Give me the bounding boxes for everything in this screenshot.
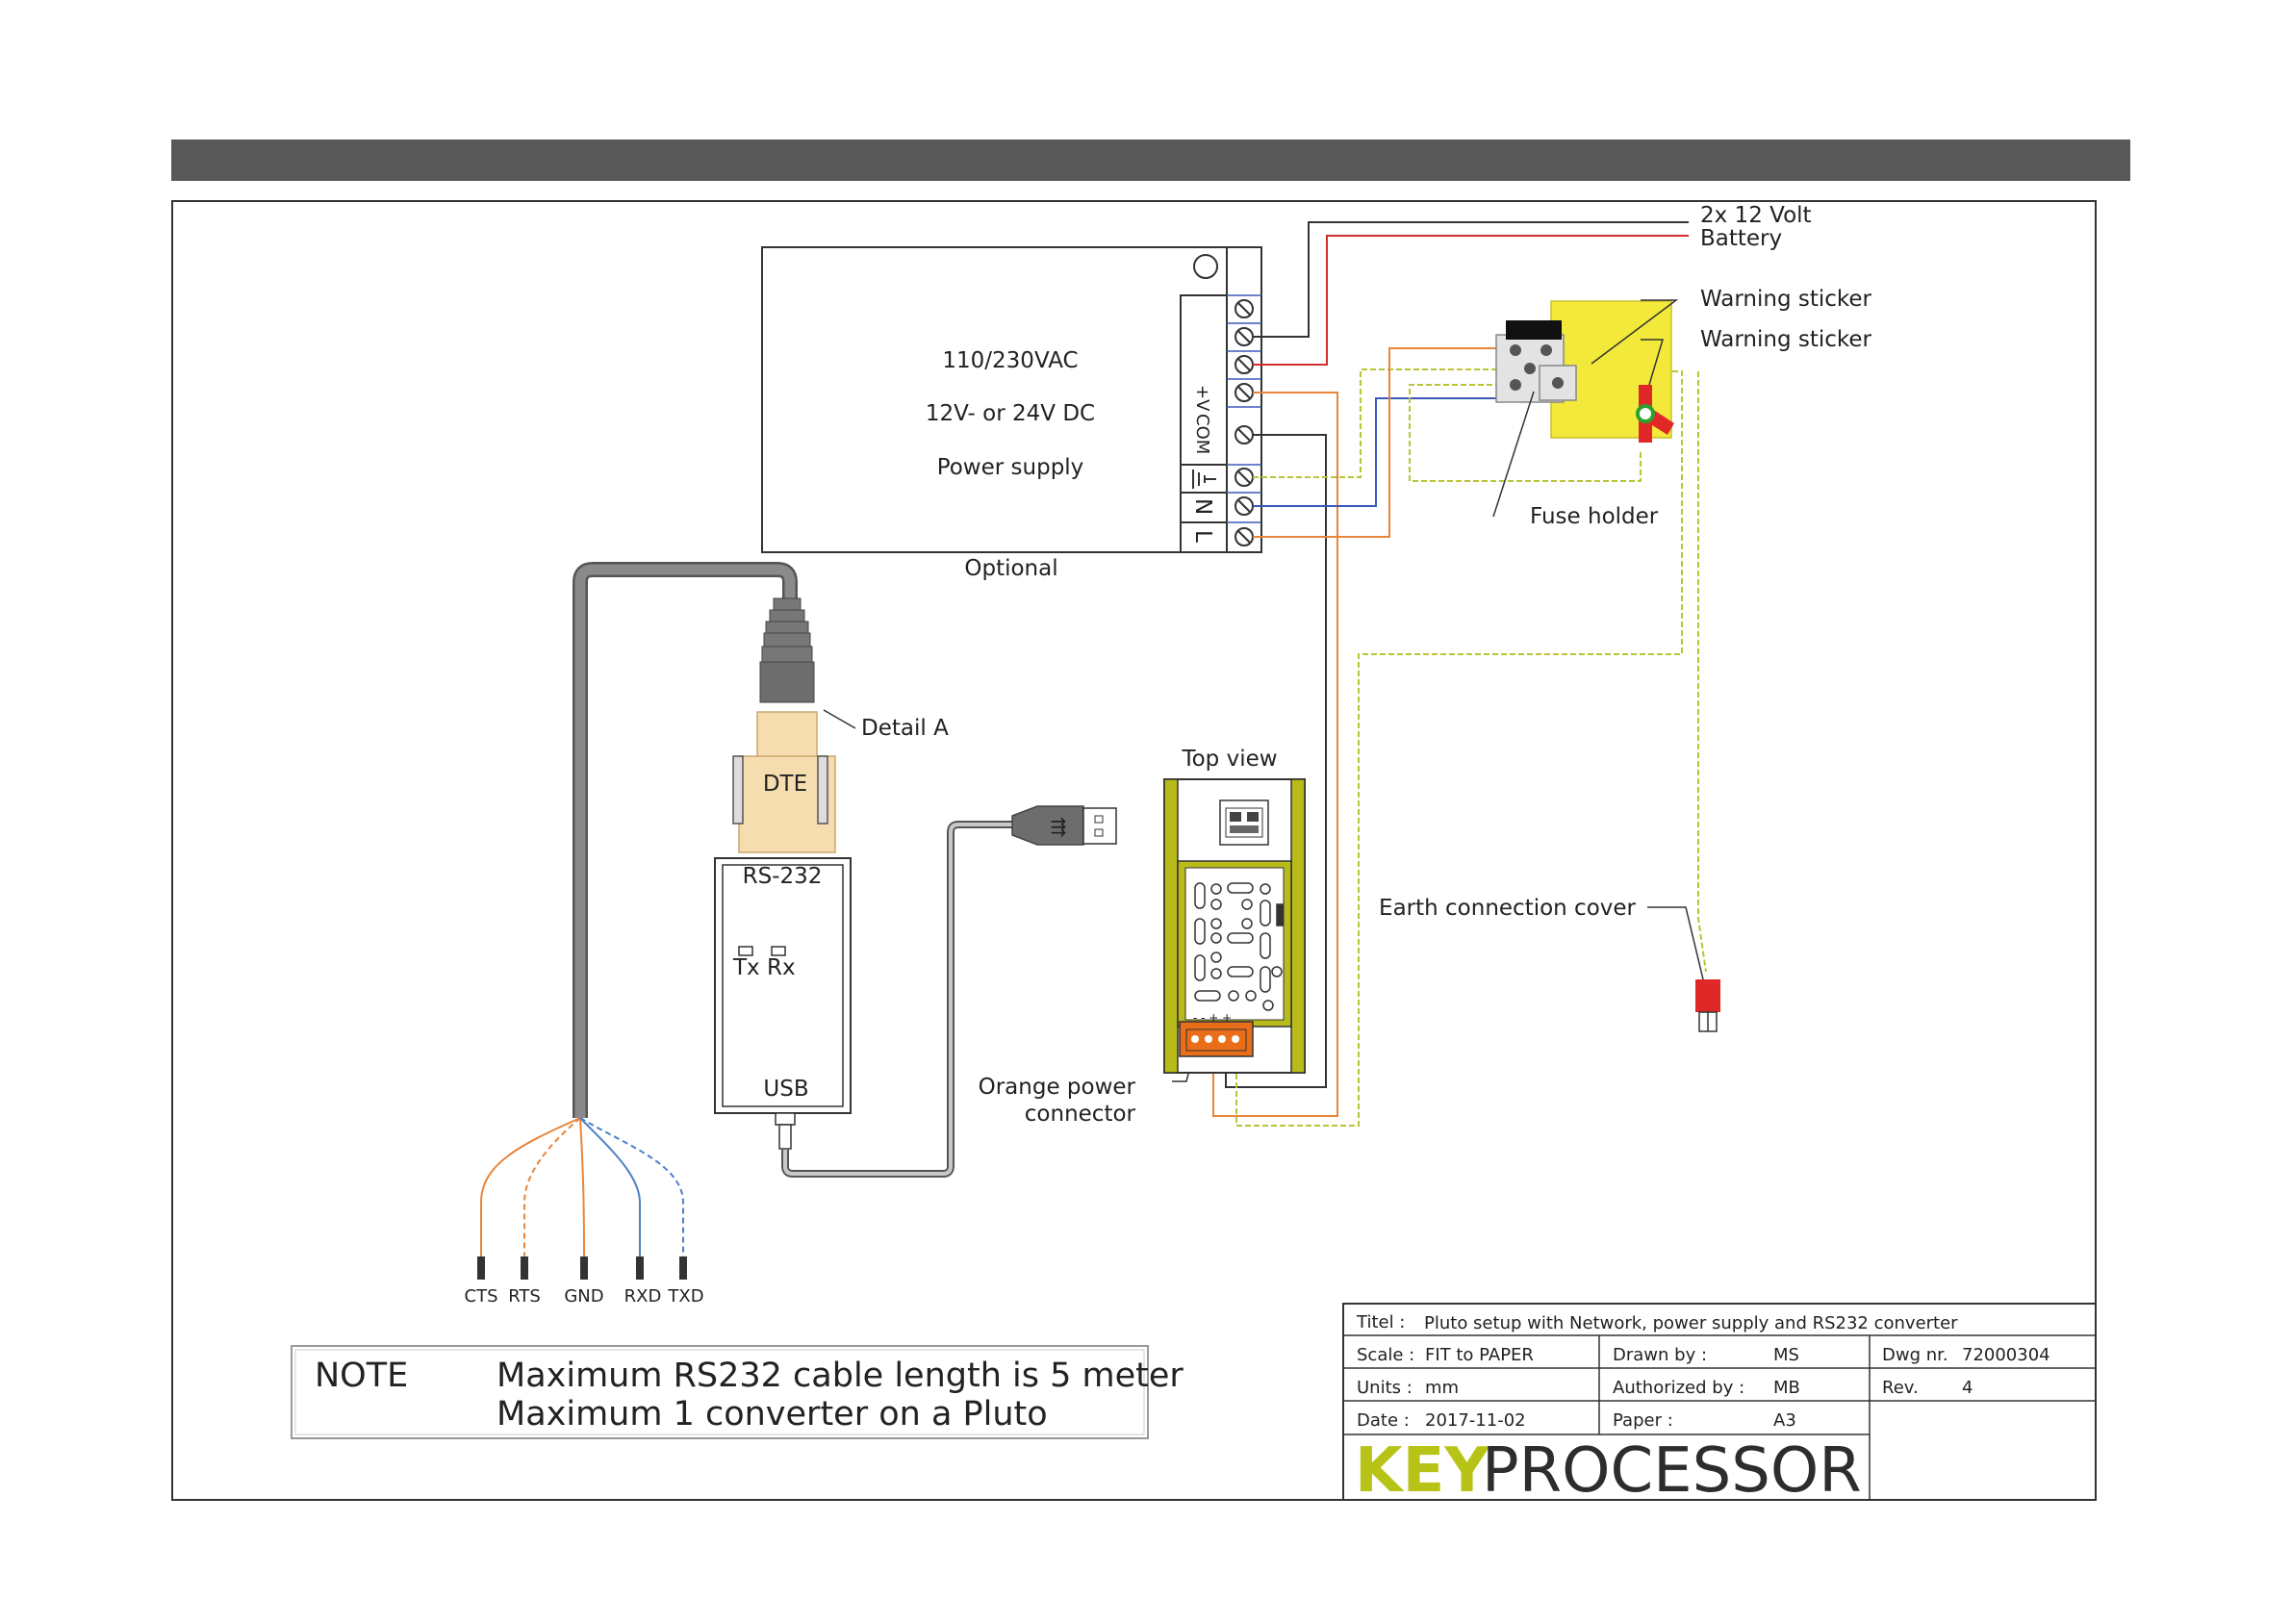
- fuse-holder: [1495, 300, 1672, 439]
- tb-dwg-value: 72000304: [1962, 1345, 2050, 1365]
- power-wires: [1212, 221, 1707, 1127]
- wire-label-rts: RTS: [508, 1286, 541, 1307]
- usb-symbol-icon: ⇶: [1051, 815, 1067, 838]
- note-line1: Maximum RS232 cable length is 5 meter: [496, 1357, 1184, 1395]
- usb-label: USB: [763, 1077, 808, 1102]
- callout-detail-a: Detail A: [861, 716, 949, 741]
- terminal-com-label: COM: [1192, 414, 1212, 454]
- tb-scale-label: Scale :: [1357, 1345, 1414, 1365]
- callout-warning-sticker-1: Warning sticker: [1700, 287, 1872, 312]
- tb-paper-label: Paper :: [1613, 1410, 1673, 1431]
- earth-connection-cover: [1695, 979, 1720, 1032]
- callout-earth-cover: Earth connection cover: [1379, 896, 1637, 921]
- tb-dwg-label: Dwg nr.: [1882, 1345, 1948, 1365]
- wire-label-txd: TXD: [667, 1286, 703, 1307]
- tb-titel-value: Pluto setup with Network, power supply a…: [1424, 1313, 1958, 1333]
- rs232-wire-ends: [480, 1117, 684, 1257]
- callout-battery-line1: 2x 12 Volt: [1700, 203, 1812, 228]
- rs232-wire-pins: [477, 1256, 687, 1280]
- rx-led-icon: [771, 946, 786, 956]
- tx-label: Tx: [732, 955, 760, 980]
- tb-scale-value: FIT to PAPER: [1425, 1345, 1534, 1365]
- tb-rev-label: Rev.: [1882, 1378, 1919, 1398]
- callout-orange-power-2: connector: [1025, 1102, 1136, 1127]
- terminal-screws: [1235, 299, 1254, 546]
- tb-date-value: 2017-11-02: [1425, 1410, 1526, 1431]
- tb-auth-label: Authorized by :: [1613, 1378, 1744, 1398]
- psu-line2: 12V- or 24V DC: [926, 401, 1095, 426]
- keyprocessor-logo: KEY PROCESSOR: [1355, 1435, 1862, 1507]
- tb-drawn-label: Drawn by :: [1613, 1345, 1707, 1365]
- terminal-l-label: L: [1190, 530, 1215, 543]
- tb-rev-value: 4: [1962, 1378, 1973, 1398]
- rs232-cable: [573, 562, 798, 1118]
- callout-top-view: Top view: [1181, 747, 1277, 772]
- drawing-frame: [171, 200, 2097, 1501]
- rs232-usb-converter: RS-232 Tx Rx USB: [714, 857, 852, 1150]
- header-bar: [171, 140, 2130, 181]
- callout-orange-power-1: Orange power: [979, 1075, 1136, 1100]
- wire-label-cts: CTS: [465, 1286, 498, 1307]
- dte-label: DTE: [763, 772, 807, 797]
- power-supply: 110/230VAC 12V- or 24V DC Power supply O…: [761, 246, 1262, 581]
- tx-led-icon: [738, 946, 753, 956]
- psu-line3: Power supply: [937, 455, 1084, 480]
- wire-label-rxd: RXD: [624, 1286, 662, 1307]
- pluto-controller: - - + +: [1163, 778, 1306, 1074]
- tb-drawn-value: MS: [1773, 1345, 1799, 1365]
- callout-fuse-holder: Fuse holder: [1530, 504, 1659, 529]
- tb-auth-value: MB: [1773, 1378, 1800, 1398]
- note-label: NOTE: [315, 1357, 408, 1395]
- terminal-n-label: N: [1190, 498, 1215, 515]
- logo-key-text: KEY: [1355, 1435, 1489, 1507]
- warning-sticker-red: [1636, 385, 1674, 443]
- svg-text:- - + +: - - + +: [1193, 1011, 1232, 1025]
- terminal-plus-label: +V: [1192, 385, 1212, 412]
- rx-label: Rx: [767, 955, 796, 980]
- note-box: NOTE Maximum RS232 cable length is 5 met…: [291, 1345, 1184, 1439]
- tb-paper-value: A3: [1773, 1410, 1796, 1431]
- tb-units-value: mm: [1425, 1378, 1459, 1398]
- db9-connector: DTE: [732, 711, 836, 853]
- psu-line1: 110/230VAC: [942, 348, 1078, 373]
- db9-strain-relief: [759, 597, 815, 703]
- callout-leaders: [823, 299, 1704, 1082]
- tb-titel-label: Titel :: [1356, 1312, 1405, 1332]
- orange-power-connector: - - + +: [1179, 1011, 1254, 1057]
- callout-battery-line2: Battery: [1700, 226, 1782, 251]
- logo-processor-text: PROCESSOR: [1482, 1435, 1862, 1507]
- callout-warning-sticker-2: Warning sticker: [1700, 327, 1872, 352]
- rs232-label: RS-232: [743, 864, 823, 889]
- usb-cable: [781, 821, 1020, 1178]
- tb-units-label: Units :: [1357, 1378, 1413, 1398]
- earth-symbol-icon: [1192, 469, 1216, 489]
- note-line2: Maximum 1 converter on a Pluto: [496, 1395, 1048, 1434]
- usb-plug: ⇶: [1011, 805, 1117, 846]
- wire-label-gnd: GND: [564, 1286, 603, 1307]
- title-block: Titel : Pluto setup with Network, power …: [1342, 1303, 2097, 1507]
- psu-optional-label: Optional: [964, 556, 1057, 581]
- tb-date-label: Date :: [1357, 1410, 1410, 1431]
